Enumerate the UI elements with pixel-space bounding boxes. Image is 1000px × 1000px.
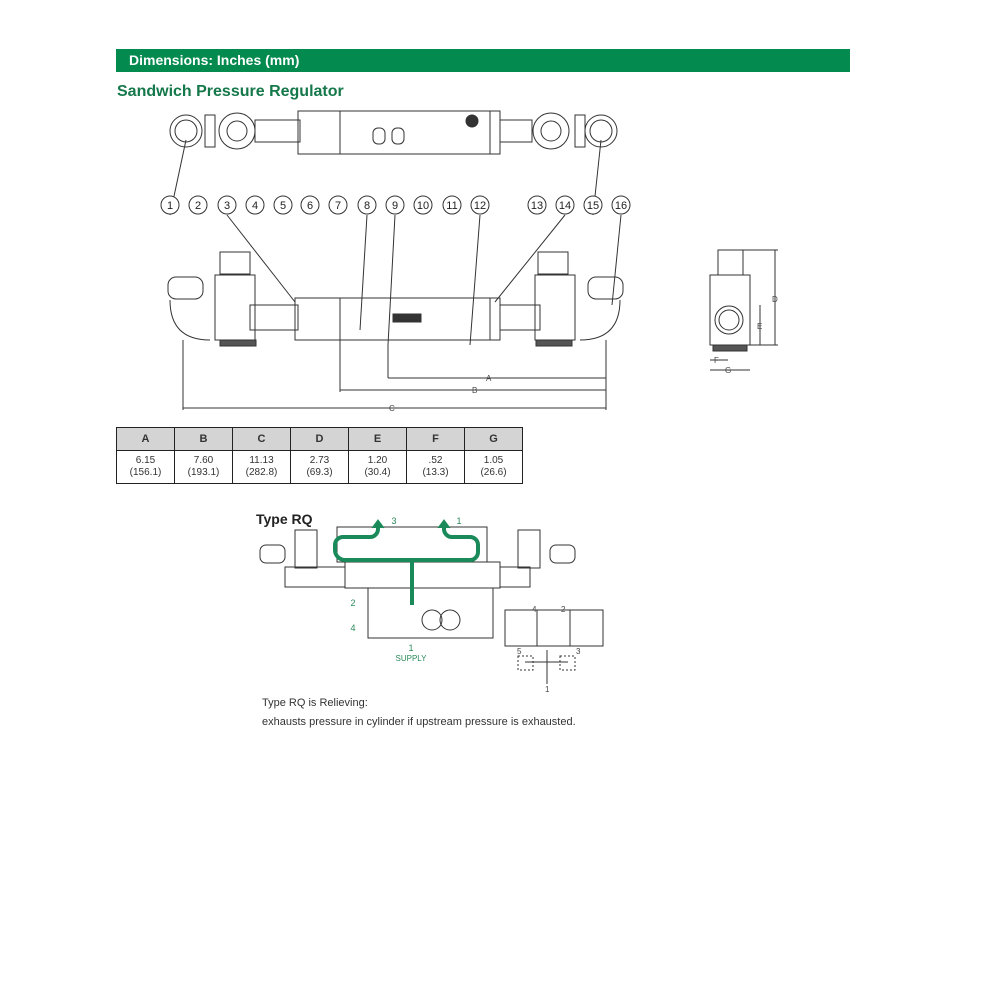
callout-number: 4 [252,200,258,212]
type-rq-title: Type RQ [256,511,313,527]
table-header: G [464,427,523,451]
callout-circle [413,195,433,215]
dim-label-a: A [486,374,492,383]
port-1-label: 1 [456,516,461,526]
callout-number: 7 [335,200,341,212]
table-cell: 11.13(282.8) [232,450,291,484]
callout-number: 14 [559,200,571,212]
value-mm: (282.8) [245,467,278,478]
callout-number: 8 [364,200,370,212]
table-header: E [348,427,407,451]
value-mm: (193.1) [187,467,220,478]
value-mm: (26.6) [480,467,507,478]
callout-circle [273,195,293,215]
table-cell: 7.60(193.1) [174,450,233,484]
callout-circle [527,195,547,215]
dim-label-b: B [472,386,477,395]
callout-circle [385,195,405,215]
value-inches: 7.60 [193,455,214,466]
dim-label-c: C [389,404,395,413]
value-inches: 6.15 [135,455,156,466]
dim-label-d: D [772,295,778,304]
value-mm: (69.3) [306,467,333,478]
callout-circle [357,195,377,215]
table-cell: 1.05(26.6) [464,450,523,484]
table-header: B [174,427,233,451]
port-3-label: 3 [391,516,396,526]
value-inches: 1.05 [483,455,504,466]
table-cell: .52(13.3) [406,450,465,484]
supply-label: SUPPLY [396,654,428,663]
type-rq-note-1: Type RQ is Relieving: [262,697,368,709]
table-cell: 6.15(156.1) [116,450,175,484]
callout-circle [300,195,320,215]
callout-number: 9 [392,200,398,212]
side-view-drawing [709,249,778,371]
port-4-label: 4 [350,623,355,633]
table-header: A [116,427,175,451]
dim-label-e: E [757,322,762,331]
value-inches: 2.73 [309,455,330,466]
callout-number: 3 [224,200,230,212]
table-cell: 2.73(69.3) [290,450,349,484]
dim-label-f: F [714,356,719,365]
port-2-label: 2 [350,598,355,608]
callout-circle [188,195,208,215]
table-header: C [232,427,291,451]
callout-circle [611,195,631,215]
top-view-drawing [169,110,618,155]
callout-number: 12 [474,200,486,212]
table-header: F [406,427,465,451]
page-title: Sandwich Pressure Regulator [117,83,344,100]
table-cell: 1.20(30.4) [348,450,407,484]
value-mm: (13.3) [422,467,449,478]
callout-circle [160,195,180,215]
value-inches: 11.13 [249,455,274,466]
value-inches: .52 [428,455,443,466]
symbol-port-2: 2 [561,605,566,614]
symbol-port-4: 4 [532,605,537,614]
callout-circle [328,195,348,215]
type-rq-note-2: exhausts pressure in cylinder if upstrea… [262,716,576,728]
symbol-port-5: 5 [517,647,522,656]
type-rq-drawing [259,526,604,684]
callout-circle [583,195,603,215]
callout-number: 1 [167,200,173,212]
callout-number: 11 [446,200,457,212]
flow-path [333,519,480,605]
symbol-port-3: 3 [576,647,581,656]
callout-circle [245,195,265,215]
callout-number: 16 [615,200,627,212]
table-header: D [290,427,349,451]
dimensions-banner: Dimensions: Inches (mm) [116,49,850,72]
supply-number: 1 [408,643,413,653]
callout-number: 6 [307,200,313,212]
callout-circle [555,195,575,215]
callout-circle [470,195,490,215]
callout-number: 2 [195,200,201,212]
callout-number: 13 [531,200,543,212]
callout-number: 10 [417,200,429,212]
callout-circle [442,195,462,215]
dim-label-g: G [725,366,731,375]
callout-number: 15 [587,200,599,212]
symbol-port-1: 1 [545,685,550,694]
value-inches: 1.20 [367,455,388,466]
callout-number: 5 [280,200,286,212]
callout-circle [217,195,237,215]
front-view-drawing [167,251,624,410]
value-mm: (156.1) [129,467,162,478]
value-mm: (30.4) [364,467,391,478]
